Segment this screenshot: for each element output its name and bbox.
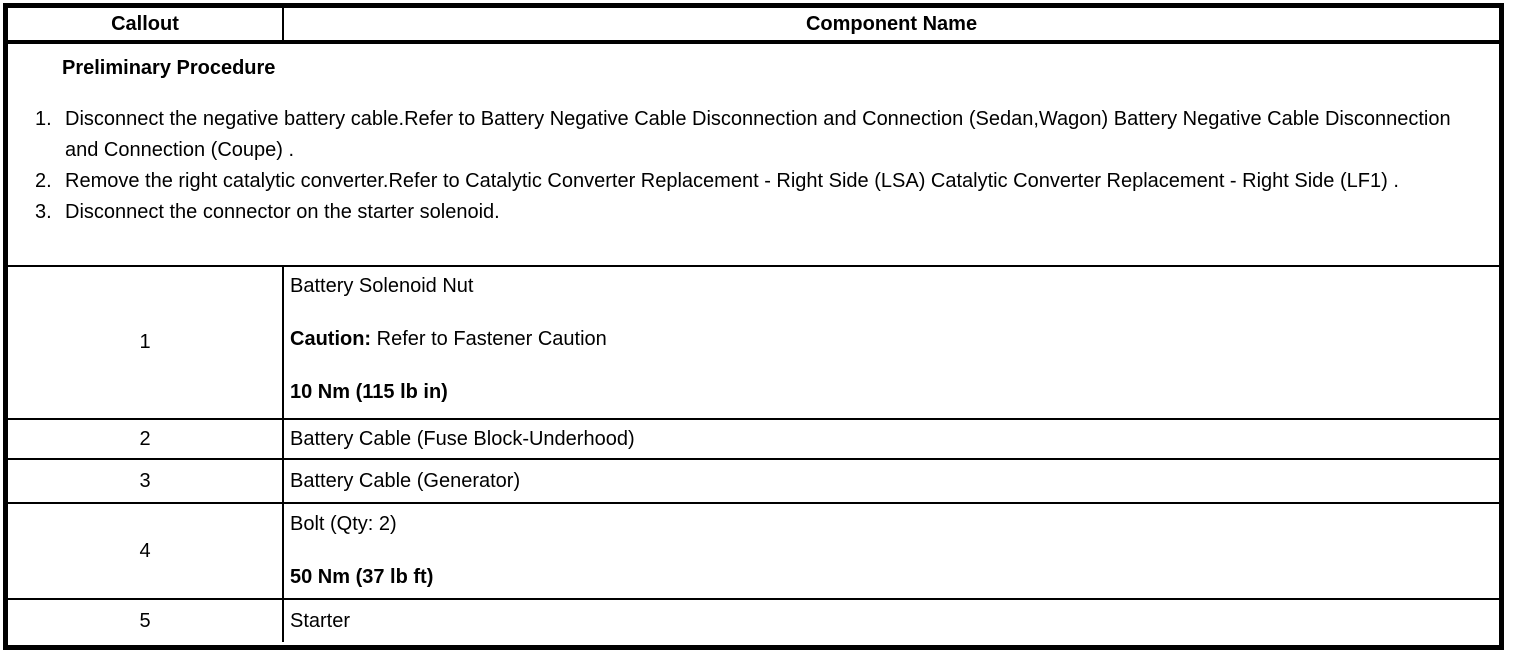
preliminary-procedure-section: Preliminary Procedure Disconnect the neg…	[8, 44, 1499, 267]
preliminary-procedure-title: Preliminary Procedure	[62, 57, 276, 79]
caution-line: Caution: Refer to Fastener Caution	[290, 328, 1499, 350]
preliminary-step-3: Disconnect the connector on the starter …	[35, 197, 500, 228]
component-name: Starter	[290, 609, 351, 632]
callout-number: 2	[8, 420, 284, 458]
component-callout-table: Callout Component Name Preliminary Proce…	[3, 3, 1504, 650]
table-row: 1 Battery Solenoid Nut Caution: Refer to…	[8, 267, 1499, 420]
component-name: Battery Solenoid Nut	[290, 275, 474, 297]
component-name: Battery Cable (Fuse Block-Underhood)	[290, 427, 635, 450]
torque-spec: 50 Nm (37 lb ft)	[290, 566, 434, 588]
callout-column-header: Callout	[8, 8, 284, 40]
component-name: Bolt (Qty: 2)	[290, 513, 397, 535]
component-cell: Bolt (Qty: 2) 50 Nm (37 lb ft)	[284, 504, 1499, 598]
callout-number: 5	[8, 600, 284, 642]
component-name: Battery Cable (Generator)	[290, 469, 521, 492]
torque-spec: 10 Nm (115 lb in)	[290, 381, 448, 403]
table-row: 5 Starter	[8, 600, 1499, 642]
preliminary-step-1: Disconnect the negative battery cable.Re…	[35, 104, 1451, 161]
callout-number: 1	[8, 267, 284, 418]
table-row: 4 Bolt (Qty: 2) 50 Nm (37 lb ft)	[8, 504, 1499, 600]
preliminary-procedure-steps: Disconnect the negative battery cable.Re…	[8, 104, 1499, 228]
callout-number: 3	[8, 460, 284, 502]
caution-text: Refer to Fastener Caution	[371, 328, 607, 350]
table-row: 3 Battery Cable (Generator)	[8, 460, 1499, 504]
table-header-row: Callout Component Name	[8, 8, 1499, 44]
preliminary-step-2: Remove the right catalytic converter.Ref…	[35, 166, 1399, 197]
component-name-column-header: Component Name	[805, 12, 978, 35]
component-cell: Battery Solenoid Nut Caution: Refer to F…	[284, 267, 1499, 418]
table-row: 2 Battery Cable (Fuse Block-Underhood)	[8, 420, 1499, 460]
caution-label: Caution:	[290, 328, 372, 350]
callout-number: 4	[8, 504, 284, 598]
